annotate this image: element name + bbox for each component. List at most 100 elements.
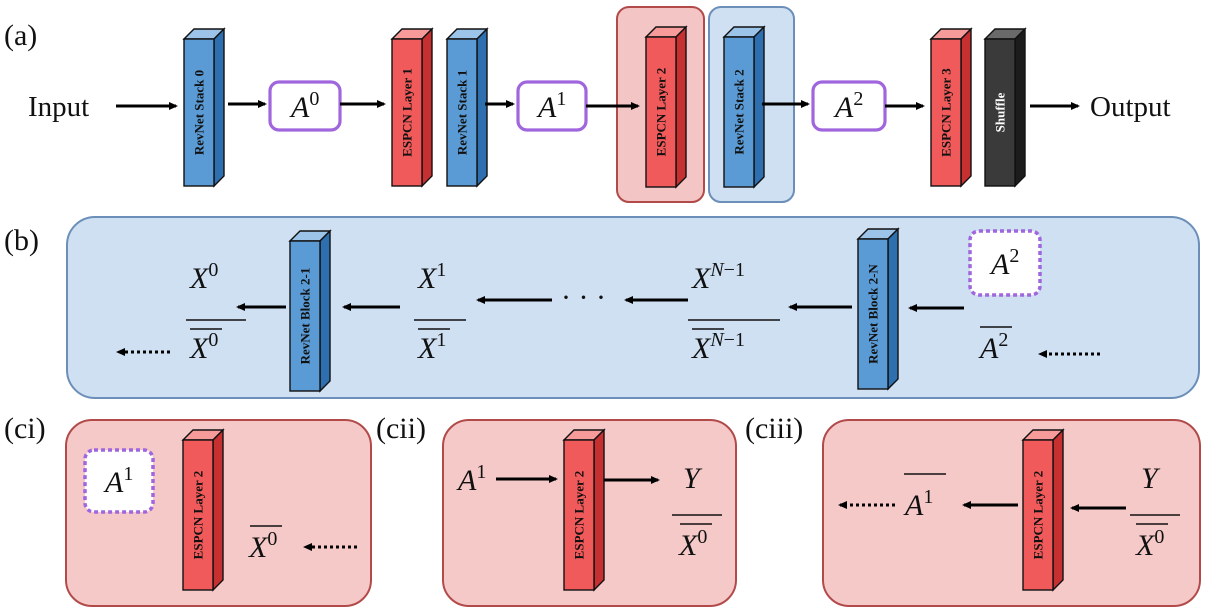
revnet-block-2-n-block-front-face xyxy=(857,238,889,390)
revnet-block-2-1-block-front-face xyxy=(289,240,321,392)
xn1-sup-n: N xyxy=(709,259,725,281)
ciii-espcn-layer-2-block-side-face xyxy=(1052,428,1064,592)
shuffle-block: Shuffle xyxy=(983,27,1027,188)
a2-box-term: A2 xyxy=(833,88,863,124)
cii-a1-symbol: A xyxy=(456,464,477,497)
revnet-stack-1-block-front-face xyxy=(446,38,478,187)
ci-espcn-layer-2-block-front-face xyxy=(182,439,214,591)
shuffle-block-side-face xyxy=(1014,27,1026,188)
a1-box-term: A1 xyxy=(536,88,566,124)
revnet-block-2-n-block: RevNet Block 2-N xyxy=(856,227,900,391)
revnet-block-2-1-block: RevNet Block 2-1 xyxy=(288,229,332,393)
ciii-x0-bar-symbol: X xyxy=(1135,529,1156,562)
ellipsis: · · · xyxy=(561,281,606,314)
panel-label-ci: (ci) xyxy=(4,412,46,445)
svg-text:XN−1: XN−1 xyxy=(691,259,745,295)
svg-text:X1: X1 xyxy=(417,259,446,295)
revnet-block-2-1-block-side-face xyxy=(319,229,331,393)
panel-label-a: (a) xyxy=(4,19,37,52)
a1-dotted-box-sup: 1 xyxy=(123,463,133,485)
revnet-stack-1-block: RevNet Stack 1 xyxy=(445,27,489,188)
espcn-layer-1-block-side-face xyxy=(421,27,433,188)
ciii-x0-bar-term: X0 xyxy=(1135,526,1164,562)
revnet-stack-2-block: RevNet Stack 2 xyxy=(722,25,766,189)
ci-espcn-layer-2-block: ESPCN Layer 2 xyxy=(181,428,225,592)
output-label: Output xyxy=(1090,91,1171,123)
a0-box-term: A0 xyxy=(289,88,319,124)
input-label: Input xyxy=(28,91,89,123)
revnet-stack-0-block: RevNet Stack 0 xyxy=(182,27,226,188)
espcn-layer-1-block-front-face xyxy=(391,38,423,187)
ciii-a1-bar-symbol: A xyxy=(903,489,924,522)
revnet-block-2-1-label: RevNet Block 2-1 xyxy=(298,268,313,365)
cii-espcn-layer-2-label: ESPCN Layer 2 xyxy=(572,471,587,560)
cii-a1-sup: 1 xyxy=(476,461,486,483)
xn1-bar-symbol: X xyxy=(691,332,712,365)
x1-bar-sup: 1 xyxy=(436,329,446,351)
revnet-stack-1-block-side-face xyxy=(476,27,488,188)
xn1-symbol: X xyxy=(691,262,712,295)
cii-espcn-layer-2-block-side-face xyxy=(593,428,605,592)
cii-a1-term: A1 xyxy=(456,461,486,497)
cii-x0-bar-term: X0 xyxy=(678,526,707,562)
espcn-layer-2-block-side-face xyxy=(675,25,687,189)
a1-box-symbol: A xyxy=(536,91,557,124)
cii-x0-bar-sup: 0 xyxy=(697,526,707,548)
xn1-bar-sup-n: N xyxy=(709,329,725,351)
a1-dotted-box-symbol: A xyxy=(103,466,124,499)
ciii-espcn-layer-2-block-front-face xyxy=(1022,439,1054,591)
ci-espcn-layer-2-label: ESPCN Layer 2 xyxy=(191,471,206,560)
x0-bar-sup: 0 xyxy=(208,329,218,351)
a2-dotted-box-outline xyxy=(968,229,1042,297)
shuffle-label: Shuffle xyxy=(993,92,1008,132)
x1-sup: 1 xyxy=(436,259,446,281)
a0-box: A0 xyxy=(268,80,342,132)
x0-pair: X0 X0 xyxy=(186,259,246,365)
espcn-layer-3-label: ESPCN Layer 3 xyxy=(939,68,954,157)
a1-dotted-box-outline xyxy=(83,448,155,514)
xn1-pair: XN−1 XN−1 xyxy=(688,259,780,365)
a2-box-symbol: A xyxy=(833,91,854,124)
cii-espcn-layer-2-block: ESPCN Layer 2 xyxy=(562,428,606,592)
revnet-block-2-n-label: RevNet Block 2-N xyxy=(866,264,881,364)
ciii-espcn-layer-2-label: ESPCN Layer 2 xyxy=(1031,471,1046,560)
x0-bar-symbol: X xyxy=(189,332,210,365)
ciii-a1-bar-term: A1 xyxy=(903,486,933,522)
revnet-stack-2-block-front-face xyxy=(723,36,755,188)
xn1-sup-minus: −1 xyxy=(724,259,745,281)
a1-box: A1 xyxy=(516,80,588,132)
svg-text:X0: X0 xyxy=(189,329,218,365)
a2-bar-sup: 2 xyxy=(998,329,1008,351)
panel-label-ciii: (ciii) xyxy=(745,412,803,445)
svg-text:X0: X0 xyxy=(189,259,218,295)
a2-box-sup: 2 xyxy=(853,88,863,110)
svg-text:XN−1: XN−1 xyxy=(691,329,745,365)
espcn-layer-2-block: ESPCN Layer 2 xyxy=(644,25,688,189)
revnet-stack-0-label: RevNet Stack 0 xyxy=(192,70,207,155)
a0-box-symbol: A xyxy=(289,91,310,124)
a2-dotted-box-sup: 2 xyxy=(1009,245,1019,267)
a1-dotted-box-term: A1 xyxy=(103,463,133,499)
a0-box-outline xyxy=(268,80,342,132)
a0-box-sup: 0 xyxy=(309,88,319,110)
cii-espcn-layer-2-block-front-face xyxy=(563,439,595,591)
revnet-stack-0-block-front-face xyxy=(183,38,215,187)
ci-x0-bar-sup: 0 xyxy=(267,528,277,550)
ci-x0-bar-symbol: X xyxy=(248,531,269,564)
ci-x0-bar-term: X0 xyxy=(248,528,277,564)
panel-label-b: (b) xyxy=(4,224,39,257)
ci-espcn-layer-2-block-side-face xyxy=(212,428,224,592)
espcn-layer-3-block-front-face xyxy=(930,38,962,187)
x0-symbol: X xyxy=(189,262,210,295)
x1-bar-symbol: X xyxy=(417,332,438,365)
espcn-layer-2-label: ESPCN Layer 2 xyxy=(654,68,669,157)
revnet-stack-0-block-side-face xyxy=(213,27,225,188)
espcn-layer-1-label: ESPCN Layer 1 xyxy=(400,68,415,157)
x1-pair: X1 X1 xyxy=(414,259,466,365)
revnet-stack-1-label: RevNet Stack 1 xyxy=(455,70,470,155)
espcn-layer-2-block-front-face xyxy=(645,36,677,188)
cii-y-symbol: Y xyxy=(683,462,703,495)
shuffle-block-front-face xyxy=(984,38,1016,187)
ciii-a1-bar-sup: 1 xyxy=(923,486,933,508)
